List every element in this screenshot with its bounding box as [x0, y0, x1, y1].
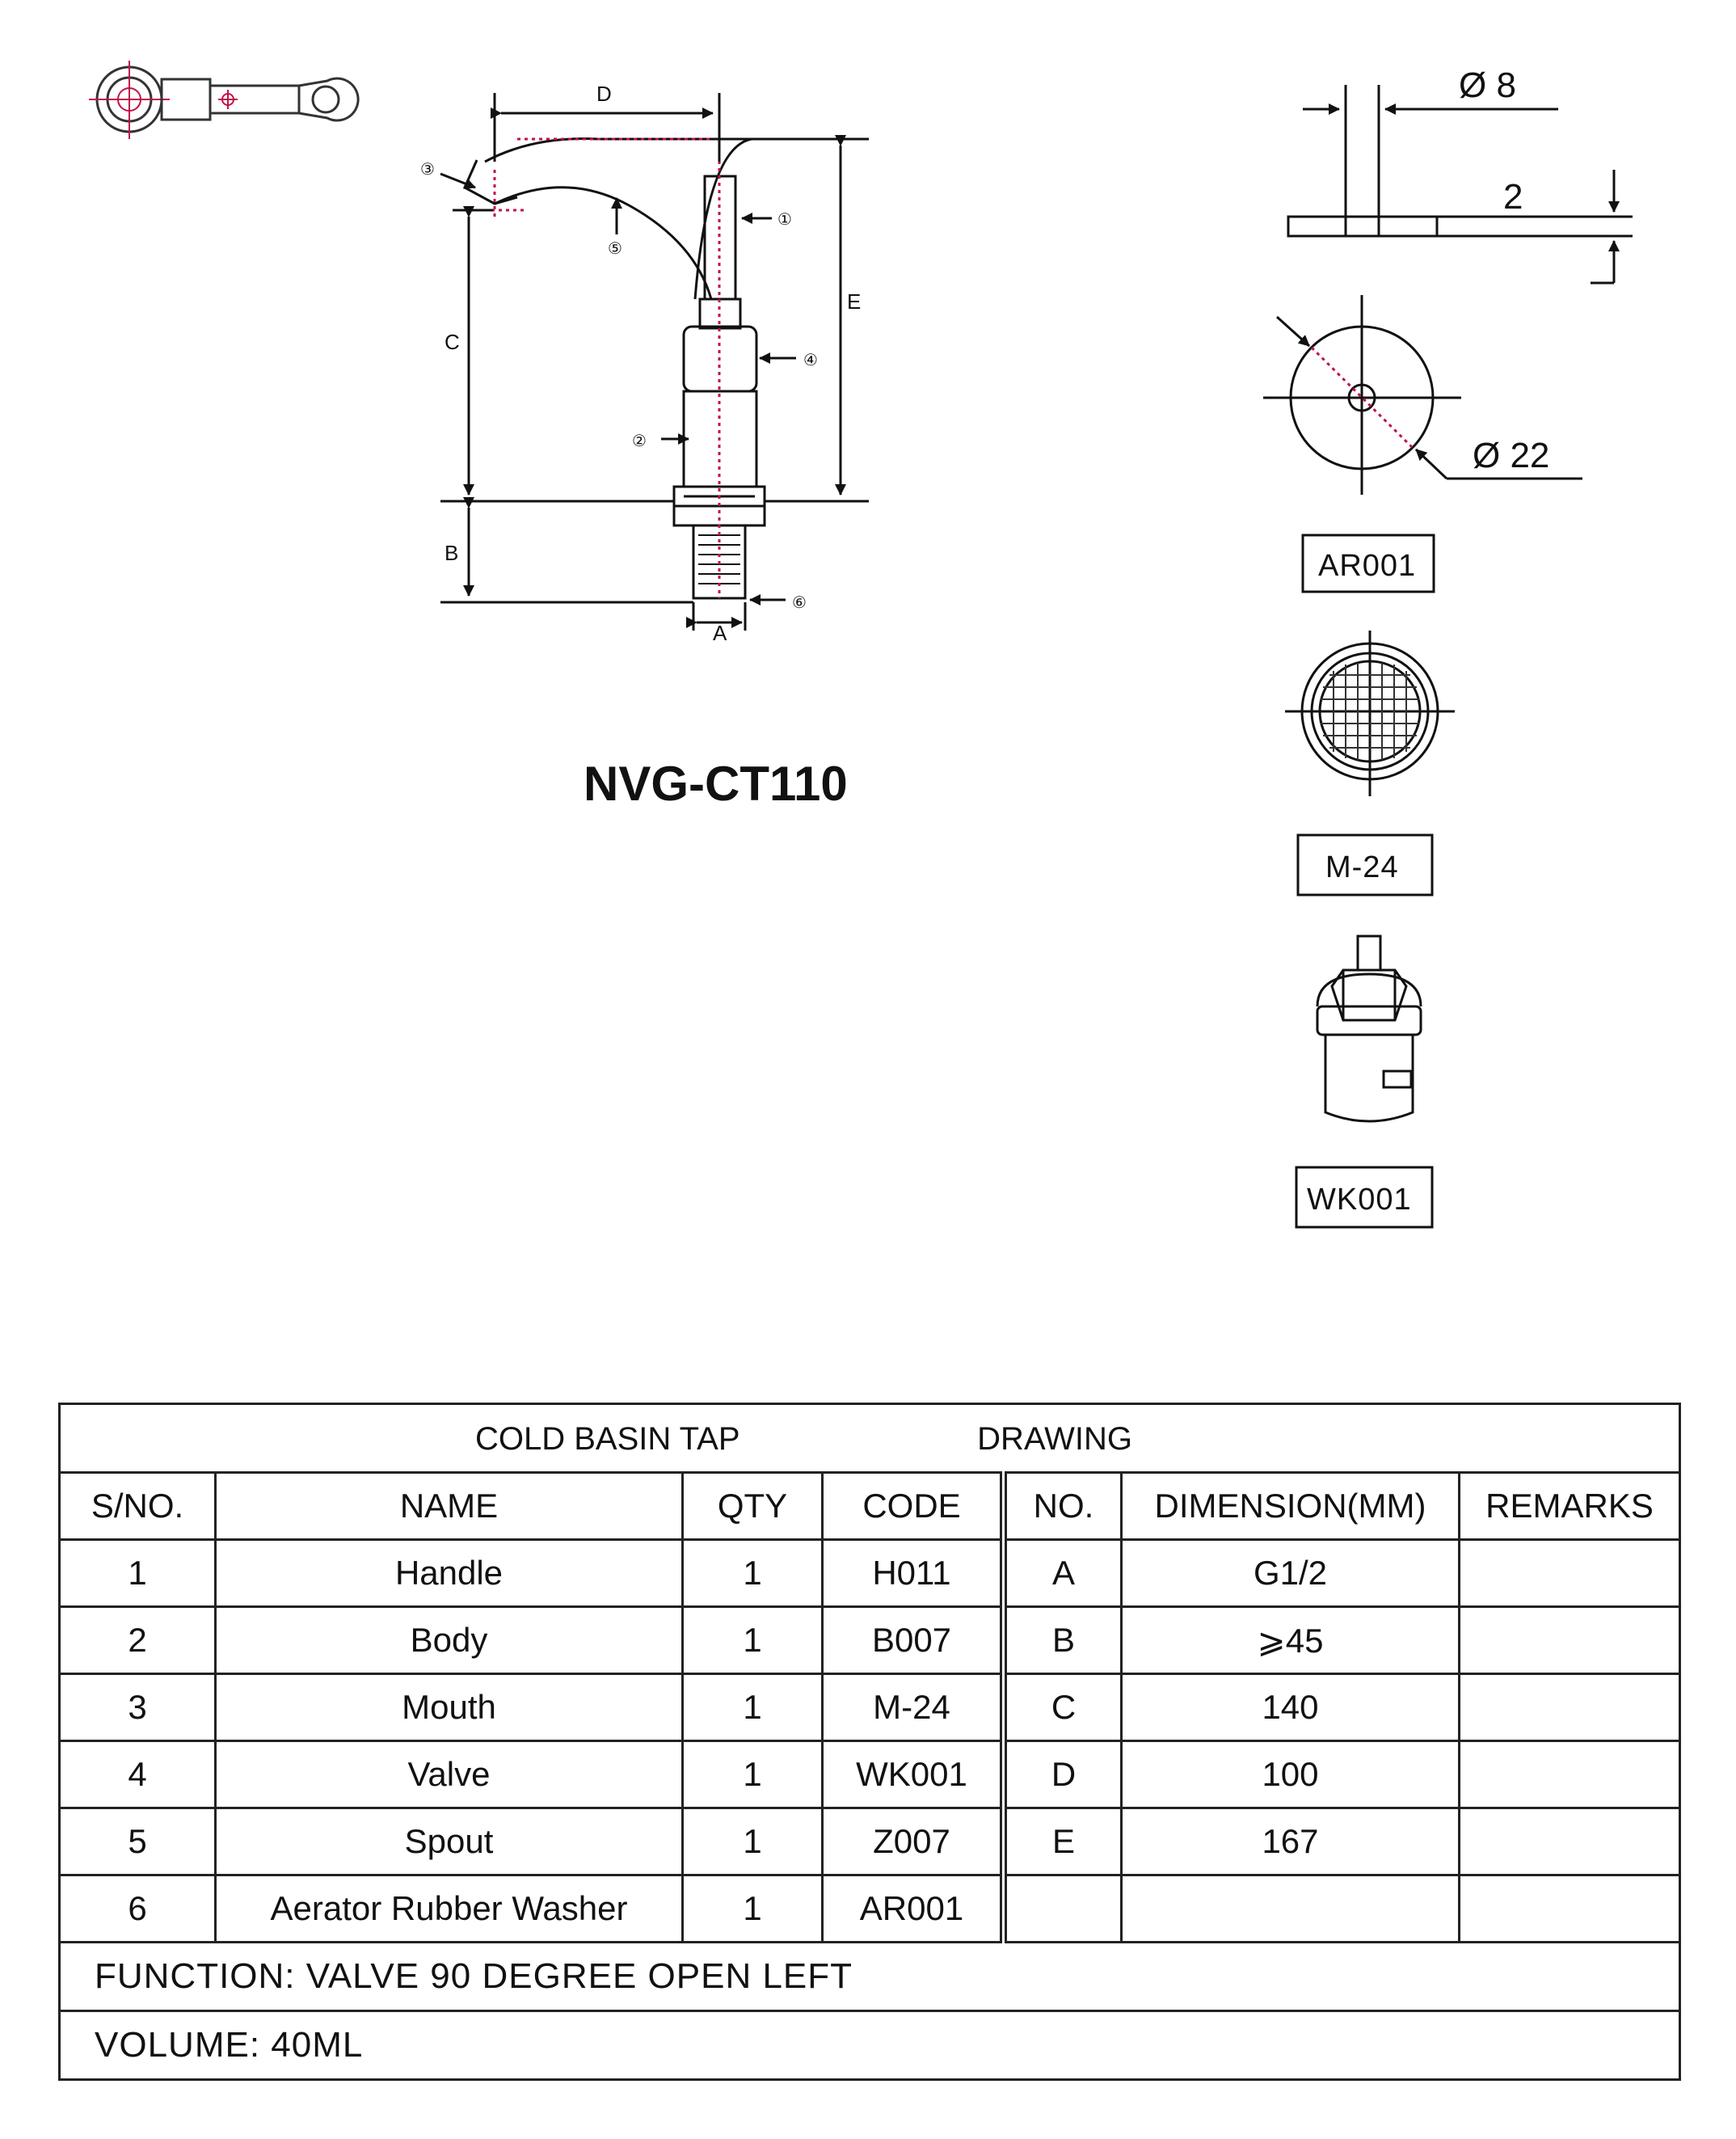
- cell-remarks: [1458, 1538, 1681, 1608]
- table-row: 3 Mouth 1 M-24 C 140: [58, 1673, 1681, 1742]
- cell-name: Body: [214, 1605, 684, 1675]
- cell-name: Mouth: [214, 1673, 684, 1742]
- cell-sno: 5: [58, 1807, 217, 1876]
- cell-dimension: 140: [1120, 1673, 1460, 1742]
- table-row: 5 Spout 1 Z007 E 167: [58, 1807, 1681, 1876]
- cell-dimension: [1120, 1874, 1460, 1943]
- cell-name: Valve: [214, 1740, 684, 1809]
- dimension-letter-c: C: [445, 330, 460, 354]
- cell-sno: 2: [58, 1605, 217, 1675]
- cell-name: Handle: [214, 1538, 684, 1608]
- cell-dimension: 167: [1120, 1807, 1460, 1876]
- model-number: NVG-CT110: [584, 757, 848, 811]
- cell-qty: 1: [681, 1807, 824, 1876]
- cell-sno: 3: [58, 1673, 217, 1742]
- dimension-letter-b: B: [445, 541, 458, 565]
- table-row: 6 Aerator Rubber Washer 1 AR001: [58, 1874, 1681, 1943]
- callout-4: ④: [803, 352, 818, 369]
- table-subtitle: DRAWING: [977, 1421, 1133, 1457]
- cell-code: M-24: [821, 1673, 1007, 1742]
- header-qty: QTY: [681, 1471, 824, 1541]
- bill-of-materials-table: COLD BASIN TAP DRAWING S/NO. NAME QTY CO…: [58, 1403, 1681, 2081]
- cell-code: B007: [821, 1605, 1007, 1675]
- dimension-letter-e: E: [847, 289, 861, 314]
- cell-code: AR001: [821, 1874, 1007, 1943]
- cell-name: Aerator Rubber Washer: [214, 1874, 684, 1943]
- cell-remarks: [1458, 1740, 1681, 1809]
- cell-qty: 1: [681, 1538, 824, 1608]
- cell-code: Z007: [821, 1807, 1007, 1876]
- spout-outline: [484, 137, 752, 163]
- top-view-icon: [89, 61, 360, 139]
- table-title-row: COLD BASIN TAP DRAWING: [58, 1403, 1681, 1474]
- washer-detail: [1263, 85, 1633, 495]
- aerator-icon: [1285, 631, 1455, 796]
- valve-cartridge-icon: [1316, 934, 1422, 1123]
- table-title: COLD BASIN TAP: [475, 1421, 740, 1457]
- cell-remarks: [1458, 1673, 1681, 1742]
- callout-5: ⑤: [608, 240, 622, 258]
- cell-sno: 6: [58, 1874, 217, 1943]
- cell-code: H011: [821, 1538, 1007, 1608]
- technical-drawing: ① ④ ② ③ ⑤ ⑥ D E C B A NVG-CT110 Ø 8 2 Ø …: [89, 61, 1633, 1229]
- handle-shape: [703, 175, 737, 301]
- cell-no: E: [1002, 1807, 1123, 1876]
- cell-remarks: [1458, 1874, 1681, 1943]
- cell-no: B: [1002, 1605, 1123, 1675]
- callout-2: ②: [632, 432, 647, 450]
- table-header-row: S/NO. NAME QTY CODE NO. DIMENSION(MM) RE…: [58, 1471, 1681, 1541]
- volume-note: VOLUME: 40ML: [58, 2010, 1681, 2081]
- part-code-ar001: AR001: [1318, 549, 1416, 583]
- cell-no: A: [1002, 1538, 1123, 1608]
- diameter-small-label: Ø 8: [1459, 65, 1516, 105]
- cell-code: WK001: [821, 1740, 1007, 1809]
- diameter-large-label: Ø 22: [1473, 436, 1549, 475]
- part-code-wk001: WK001: [1307, 1183, 1412, 1217]
- cell-qty: 1: [681, 1740, 824, 1809]
- cell-dimension: ⩾45: [1120, 1605, 1460, 1675]
- cell-dimension: 100: [1120, 1740, 1460, 1809]
- cell-name: Spout: [214, 1807, 684, 1876]
- callout-6: ⑥: [792, 594, 807, 612]
- cell-no: C: [1002, 1673, 1123, 1742]
- cell-qty: 1: [681, 1605, 824, 1675]
- dimension-letter-a: A: [713, 621, 727, 645]
- table-row: 4 Valve 1 WK001 D 100: [58, 1740, 1681, 1809]
- header-code: CODE: [821, 1471, 1007, 1541]
- cell-dimension: G1/2: [1120, 1538, 1460, 1608]
- header-name: NAME: [214, 1471, 684, 1541]
- thickness-label: 2: [1503, 177, 1523, 217]
- cell-remarks: [1458, 1605, 1681, 1675]
- cell-qty: 1: [681, 1673, 824, 1742]
- cell-no: [1002, 1874, 1123, 1943]
- table-row: 2 Body 1 B007 B ⩾45: [58, 1605, 1681, 1675]
- header-no: NO.: [1002, 1471, 1123, 1541]
- table-row: 1 Handle 1 H011 A G1/2: [58, 1538, 1681, 1608]
- cell-no: D: [1002, 1740, 1123, 1809]
- cell-sno: 4: [58, 1740, 217, 1809]
- function-note: FUNCTION: VALVE 90 DEGREE OPEN LEFT: [58, 1941, 1681, 2012]
- header-remarks: REMARKS: [1458, 1471, 1681, 1541]
- header-dimension: DIMENSION(MM): [1120, 1471, 1460, 1541]
- cell-sno: 1: [58, 1538, 217, 1608]
- callout-1: ①: [777, 211, 792, 229]
- cell-remarks: [1458, 1807, 1681, 1876]
- header-sno: S/NO.: [58, 1471, 217, 1541]
- part-code-m24: M-24: [1325, 850, 1399, 884]
- cell-qty: 1: [681, 1874, 824, 1943]
- dimension-letter-d: D: [596, 82, 612, 106]
- callout-3: ③: [420, 161, 435, 179]
